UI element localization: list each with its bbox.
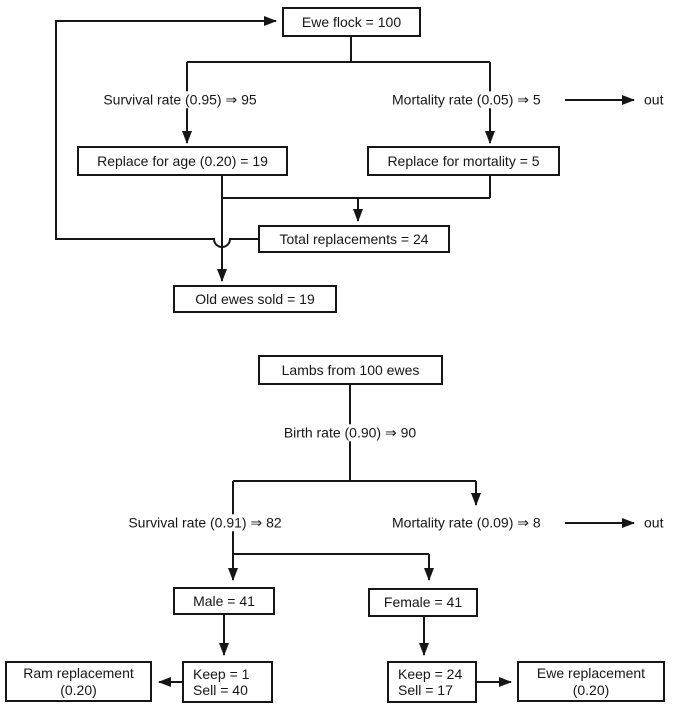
node-ewe-flock: Ewe flock = 100	[282, 7, 421, 37]
node-female: Female = 41	[368, 588, 478, 617]
node-ewe-flock-label: Ewe flock = 100	[301, 13, 402, 30]
node-female-keep-sell: Keep = 24 Sell = 17	[387, 661, 477, 703]
node-old-ewes-sold: Old ewes sold = 19	[173, 285, 337, 313]
node-total-replacements-label: Total replacements = 24	[279, 230, 429, 247]
node-female-label: Female = 41	[383, 594, 463, 611]
lamb-mortality-rate-label: Mortality rate (0.09) ⇒ 8	[389, 514, 544, 532]
ewe-replacement-rate: (0.20)	[572, 681, 610, 698]
female-keep-label: Keep = 24	[398, 665, 463, 682]
lamb-mortality-out-label: out	[641, 514, 667, 532]
node-ram-replacement: Ram replacement (0.20)	[5, 661, 152, 702]
node-total-replacements: Total replacements = 24	[258, 225, 450, 253]
ewe-mortality-out-label: out	[641, 91, 667, 109]
node-lambs: Lambs from 100 ewes	[258, 355, 443, 385]
female-sell-label: Sell = 17	[398, 682, 453, 698]
node-replace-for-age-label: Replace for age (0.20) = 19	[97, 152, 268, 169]
birth-rate-label: Birth rate (0.90) ⇒ 90	[280, 424, 420, 442]
feedback-loop-connector	[55, 16, 277, 248]
lamb-survival-rate-label: Survival rate (0.91) ⇒ 82	[125, 514, 285, 532]
ewe-mortality-rate-label: Mortality rate (0.05) ⇒ 5	[389, 91, 544, 109]
node-ewe-replacement: Ewe replacement (0.20)	[517, 661, 665, 702]
node-replace-for-mortality: Replace for mortality = 5	[367, 146, 560, 176]
male-keep-label: Keep = 1	[193, 665, 250, 682]
ewe-survival-rate-label: Survival rate (0.95) ⇒ 95	[100, 91, 260, 109]
ewe-replacement-label: Ewe replacement	[536, 665, 646, 682]
node-male-keep-sell: Keep = 1 Sell = 40	[182, 661, 273, 703]
male-sell-label: Sell = 40	[193, 682, 248, 698]
node-male-label: Male = 41	[193, 592, 255, 609]
node-lambs-label: Lambs from 100 ewes	[281, 361, 420, 378]
node-male: Male = 41	[173, 587, 275, 615]
ram-replacement-label: Ram replacement	[23, 665, 134, 682]
node-replace-for-mortality-label: Replace for mortality = 5	[387, 152, 540, 169]
node-replace-for-age: Replace for age (0.20) = 19	[77, 146, 288, 176]
node-old-ewes-sold-label: Old ewes sold = 19	[195, 290, 315, 307]
ram-replacement-rate: (0.20)	[60, 681, 97, 698]
